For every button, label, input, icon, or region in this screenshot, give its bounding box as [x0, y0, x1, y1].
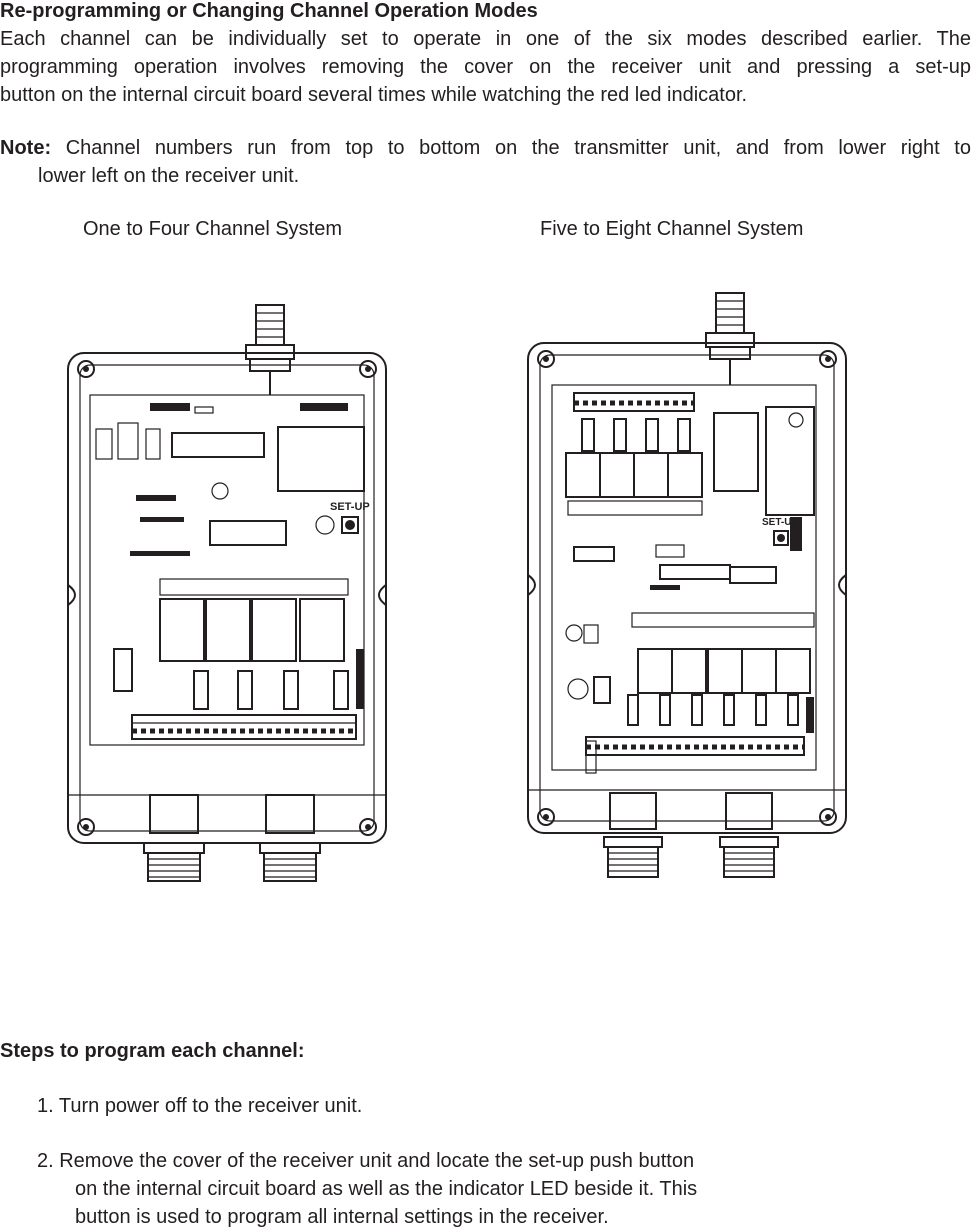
step-2-line-2: on the internal circuit board as well as… — [75, 1178, 698, 1200]
top-terminal-block — [573, 392, 695, 412]
steps-heading: Steps to program each channel: — [0, 1040, 305, 1062]
four-channel-receiver-drawing: SET-UP — [67, 304, 387, 882]
enclosure-inner — [79, 364, 375, 832]
antenna-connector — [705, 292, 755, 385]
enclosure-outline — [67, 352, 387, 844]
note-line-1: Note: Channel numbers run from top to bo… — [0, 134, 971, 162]
relays — [159, 578, 349, 662]
circuit-board — [89, 394, 365, 746]
setup-button — [773, 530, 789, 546]
step-1: 1. Turn power off to the receiver unit. — [37, 1095, 363, 1117]
note-text: Channel numbers run from top to bottom o… — [51, 137, 971, 159]
cable-glands — [603, 792, 779, 878]
upper-relays — [565, 418, 703, 516]
terminal-block — [131, 714, 357, 740]
enclosure-inner — [539, 354, 835, 822]
section-heading: Re-programming or Changing Channel Opera… — [0, 0, 538, 22]
middle-components — [565, 517, 802, 704]
left-setup-label: SET-UP — [330, 501, 370, 513]
top-components — [95, 403, 365, 556]
setup-button — [341, 516, 359, 534]
cable-glands — [143, 794, 321, 882]
step-2-line-3: button is used to program all internal s… — [75, 1206, 609, 1228]
fuses — [113, 648, 364, 710]
intro-line-2: programming operation involves removing … — [0, 56, 971, 78]
bottom-terminal-block — [585, 736, 805, 774]
antenna-connector — [245, 304, 295, 395]
lower-relays — [627, 612, 815, 733]
mounting-holes — [67, 360, 387, 836]
left-figure-caption: One to Four Channel System — [83, 218, 343, 240]
note-line-2: lower left on the receiver unit. — [38, 165, 300, 187]
eight-channel-receiver-drawing: SET-UP — [527, 292, 847, 878]
note-label: Note: — [0, 137, 52, 159]
receiver-module — [713, 406, 815, 516]
step-2-line-1: 2. Remove the cover of the receiver unit… — [37, 1150, 695, 1172]
right-figure-caption: Five to Eight Channel System — [540, 218, 804, 240]
right-setup-label: SET-UP — [762, 517, 798, 528]
enclosure-outline — [527, 342, 847, 834]
mounting-holes — [527, 350, 847, 826]
circuit-board — [551, 384, 817, 771]
intro-line-1: Each channel can be individually set to … — [0, 28, 971, 50]
intro-line-3: button on the internal circuit board sev… — [0, 84, 748, 106]
